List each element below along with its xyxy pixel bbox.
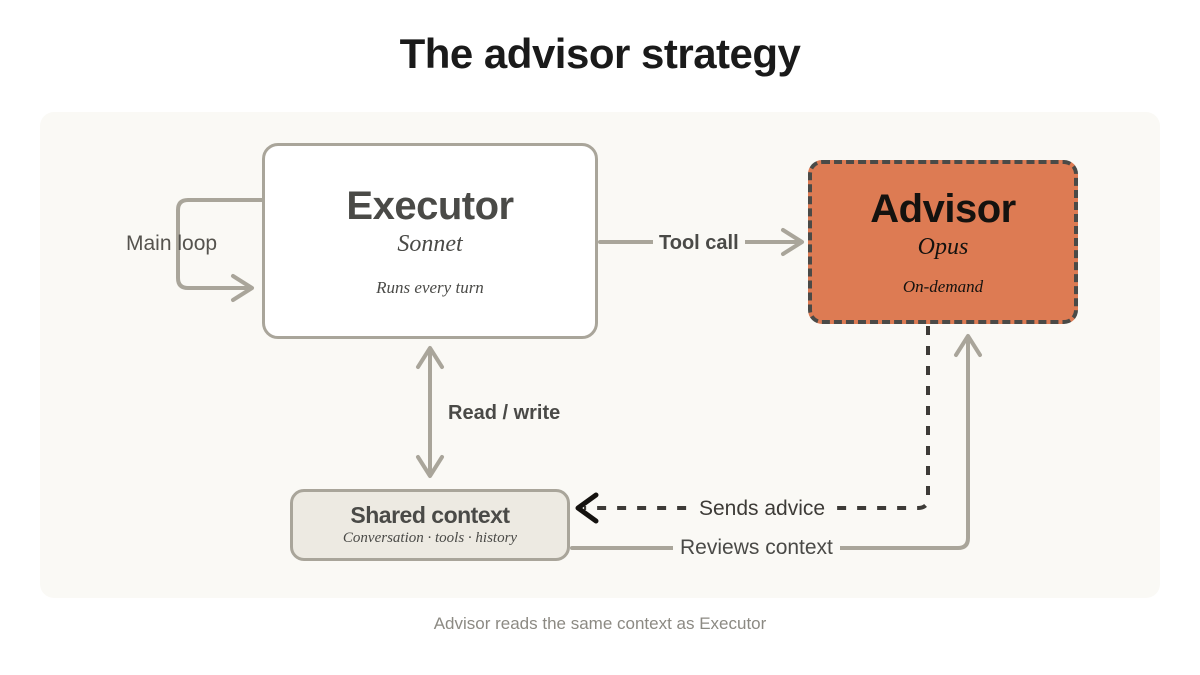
edge-label-main-loop: Main loop (126, 232, 218, 255)
node-shared-context[interactable]: Shared context Conversation · tools · hi… (290, 489, 570, 561)
node-executor[interactable]: Executor Sonnet Runs every turn (262, 143, 598, 339)
edge-label-read-write: Read / write (444, 402, 565, 425)
edge-label-sends-advice: Sends advice (692, 497, 833, 521)
edge-label-reviews-context: Reviews context (673, 536, 840, 560)
advisor-note: On-demand (902, 276, 984, 296)
advisor-subtitle: Opus (917, 233, 969, 260)
executor-note: Runs every turn (376, 277, 484, 297)
edge-label-tool-call: Tool call (653, 232, 745, 255)
diagram-caption: Advisor reads the same context as Execut… (433, 614, 767, 633)
shared-context-subtitle: Conversation · tools · history (342, 529, 518, 546)
page-title: The advisor strategy (399, 30, 801, 77)
node-advisor[interactable]: Advisor Opus On-demand (808, 160, 1078, 324)
executor-title: Executor (346, 183, 514, 228)
shared-context-title: Shared context (350, 502, 510, 529)
advisor-title: Advisor (870, 186, 1016, 231)
executor-subtitle: Sonnet (397, 230, 463, 257)
